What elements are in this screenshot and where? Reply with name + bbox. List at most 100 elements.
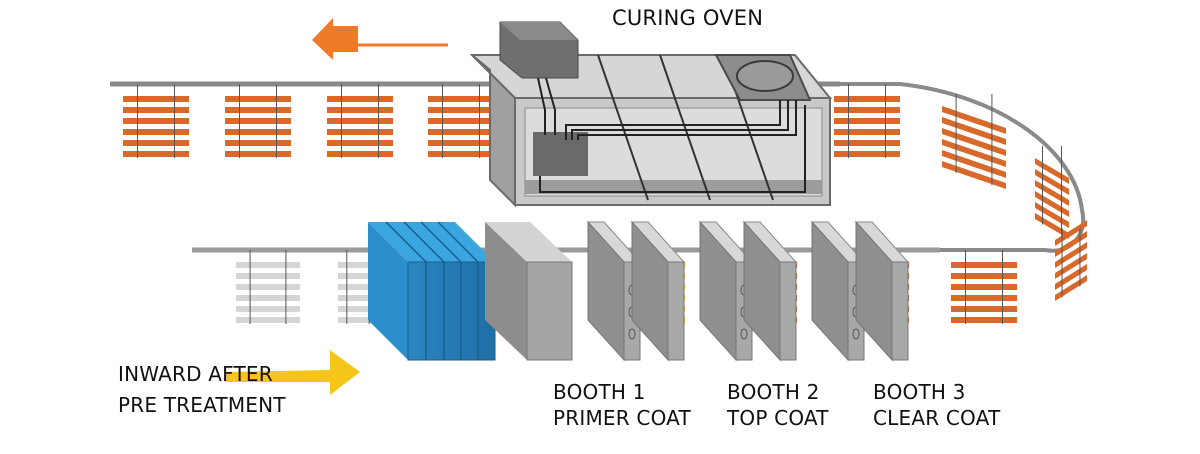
part-slat [834, 107, 900, 113]
part-slat [123, 118, 189, 124]
part-slat [327, 118, 393, 124]
inward-arrow-icon [225, 350, 360, 395]
part-slat [327, 107, 393, 113]
raw-parts [236, 250, 378, 324]
booth-2-name: BOOTH 2 [727, 380, 820, 404]
part-slat [834, 118, 900, 124]
part-slat [225, 151, 291, 157]
finished-parts-loop [942, 94, 1087, 324]
part-slat [942, 150, 1006, 178]
part-slat [1055, 264, 1087, 290]
part-slat [834, 129, 900, 135]
finished-part-rack [327, 84, 393, 158]
part-slat [428, 96, 494, 102]
part-slat [428, 118, 494, 124]
inward-label-line1: INWARD AFTER [118, 362, 273, 386]
part-slat [225, 118, 291, 124]
part-slat [225, 96, 291, 102]
part-slat [951, 317, 1017, 323]
part-slat [327, 129, 393, 135]
part-slat [327, 151, 393, 157]
part-slat [834, 96, 900, 102]
finished-parts-upper [123, 84, 900, 158]
part-slat [1055, 220, 1087, 246]
part-slat [951, 262, 1017, 268]
part-slat [1055, 242, 1087, 268]
part-slat [951, 284, 1017, 290]
spray-booth-2 [698, 220, 798, 362]
booth-3-name: BOOTH 3 [873, 380, 966, 404]
part-slat [1035, 191, 1069, 217]
part-slat [951, 273, 1017, 279]
spray-booth-3 [810, 220, 910, 362]
booth-wall-2 [854, 220, 910, 362]
outward-arrow-icon [312, 18, 448, 60]
finished-part-rack [951, 250, 1017, 324]
part-slat [428, 140, 494, 146]
part-slat [225, 140, 291, 146]
curing-oven-title: CURING OVEN [612, 6, 764, 30]
part-slat [942, 139, 1006, 167]
exhaust-fan-icon [714, 54, 812, 101]
finished-part-rack [1035, 146, 1069, 239]
part-slat [1055, 275, 1087, 301]
finished-part-rack [942, 94, 1006, 189]
finished-part-rack [428, 84, 494, 158]
control-panel-icon [533, 132, 588, 176]
part-slat [327, 140, 393, 146]
finished-part-rack [123, 84, 189, 158]
booth-1-name: BOOTH 1 [553, 380, 646, 404]
part-slat [1035, 169, 1069, 195]
part-slat [123, 129, 189, 135]
spray-nozzle-icon [852, 328, 860, 340]
part-slat [123, 107, 189, 113]
part-slat [236, 273, 300, 279]
part-slat [236, 317, 300, 323]
spray-booth-1 [586, 220, 686, 362]
spray-nozzle-icon [628, 328, 636, 340]
part-slat [123, 140, 189, 146]
part-slat [951, 295, 1017, 301]
part-slat [428, 151, 494, 157]
part-slat [236, 262, 300, 268]
booth-wall-2 [742, 220, 798, 362]
part-slat [123, 151, 189, 157]
part-slat [942, 161, 1006, 189]
drying-chamber [485, 222, 573, 361]
part-slat [327, 96, 393, 102]
part-slat [123, 96, 189, 102]
part-slat [225, 129, 291, 135]
finished-part-rack [225, 84, 291, 158]
booth-1-coat: PRIMER COAT [553, 406, 691, 430]
part-slat [834, 140, 900, 146]
part-slat [225, 107, 291, 113]
finished-part-rack [834, 84, 900, 158]
booth-3-coat: CLEAR COAT [873, 406, 1001, 430]
part-slat [1035, 213, 1069, 239]
part-slat [428, 107, 494, 113]
booth-2-coat: TOP COAT [727, 406, 829, 430]
booth-wall-2 [630, 220, 686, 362]
part-slat [1035, 158, 1069, 184]
part-slat [236, 306, 300, 312]
part-slat [236, 284, 300, 290]
curing-oven [469, 21, 833, 208]
part-slat [1055, 253, 1087, 279]
spray-nozzle-icon [740, 328, 748, 340]
part-slat [942, 117, 1006, 145]
part-slat [942, 106, 1006, 134]
part-slat [834, 151, 900, 157]
part-slat [428, 129, 494, 135]
part-slat [951, 306, 1017, 312]
finished-part-rack [1055, 220, 1087, 301]
part-slat [1035, 202, 1069, 228]
raw-part-rack [236, 250, 300, 324]
part-slat [942, 128, 1006, 156]
burner-unit-icon [499, 21, 579, 79]
inward-label-line2: PRE TREATMENT [118, 393, 286, 417]
part-slat [236, 295, 300, 301]
part-slat [1035, 180, 1069, 206]
pretreatment-tunnel [368, 221, 496, 361]
